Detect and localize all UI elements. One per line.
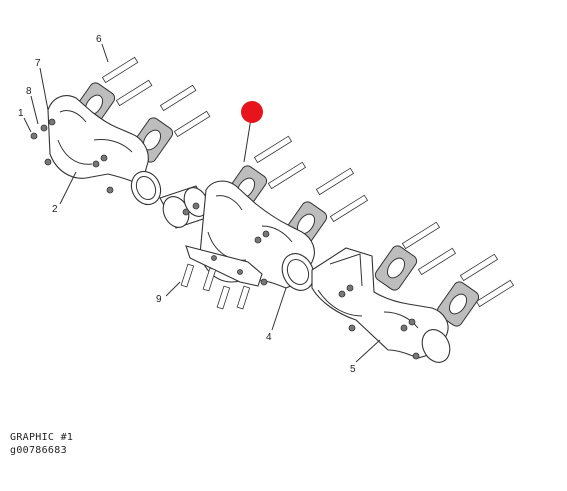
studs-upper [101,56,515,308]
callout-5: 5 [350,364,356,375]
callout-labels: 6 7 8 1 2 9 4 5 [18,34,356,375]
callout-6: 6 [96,34,102,45]
manifold-center [185,180,315,291]
callout-4: 4 [266,332,272,343]
manifold-left [47,95,162,206]
callout-7: 7 [35,58,41,69]
gaskets [72,82,480,327]
manifold-right [311,247,451,363]
callout-9: 9 [156,294,162,305]
red-marker-dot [241,101,263,123]
slip-joint-sleeve [159,185,213,229]
nuts-washers [30,118,420,360]
studs-lower [180,263,251,310]
callout-2: 2 [52,204,58,215]
graphic-caption: GRAPHIC #1 [10,432,74,443]
graphic-id: g00786683 [10,445,67,456]
callout-1: 1 [18,108,24,119]
callout-8: 8 [26,86,32,97]
